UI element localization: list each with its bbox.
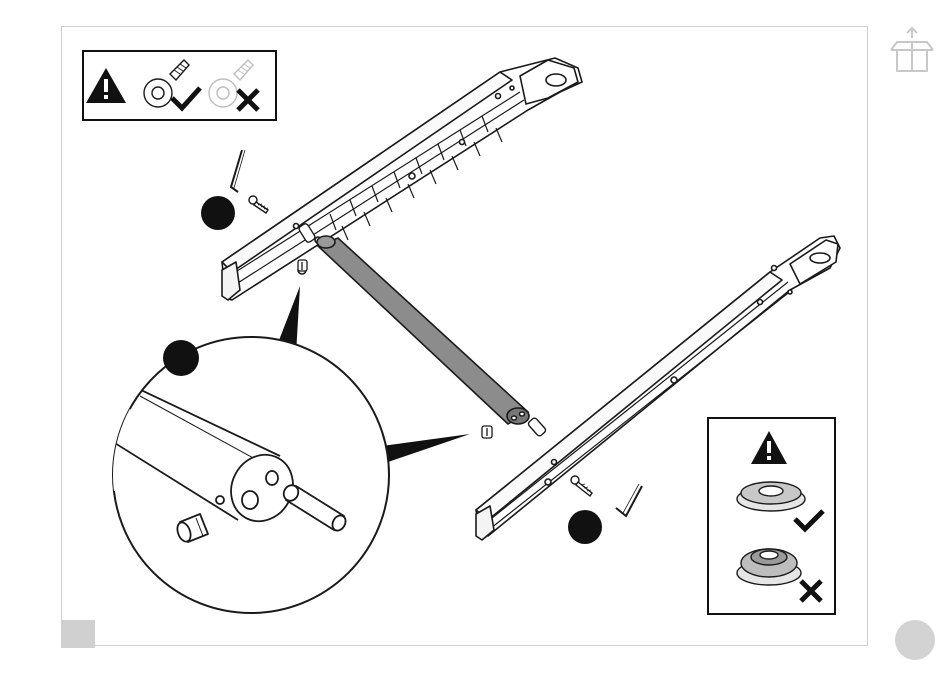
x-mark-icon	[238, 90, 258, 110]
correct-washer-icon	[737, 482, 805, 511]
washer-warning-box	[707, 417, 836, 615]
open-box-icon	[887, 26, 937, 76]
bolt-warning-box	[82, 50, 277, 121]
warning-triangle-icon	[86, 68, 126, 103]
checkmark-icon	[795, 511, 823, 529]
detail-callout-dot	[163, 340, 199, 376]
x-mark-icon	[801, 581, 821, 601]
correct-bolt-icon	[144, 60, 189, 107]
left-allen-key	[231, 150, 245, 192]
step-number-marker	[61, 620, 95, 648]
bolt-callout-dot-left	[201, 196, 235, 230]
incorrect-washer-icon	[737, 549, 801, 585]
bolt-callout-dot-right	[568, 510, 602, 544]
left-bolt	[249, 196, 268, 213]
checkmark-icon	[172, 88, 200, 108]
right-bolt	[571, 476, 592, 496]
page-number-dot	[895, 620, 935, 660]
warning-triangle-icon	[751, 431, 787, 464]
right-dowel-pin	[527, 417, 546, 437]
right-allen-key	[616, 484, 642, 516]
right-barrel-nut	[482, 426, 492, 438]
left-barrel-nut	[298, 260, 307, 271]
